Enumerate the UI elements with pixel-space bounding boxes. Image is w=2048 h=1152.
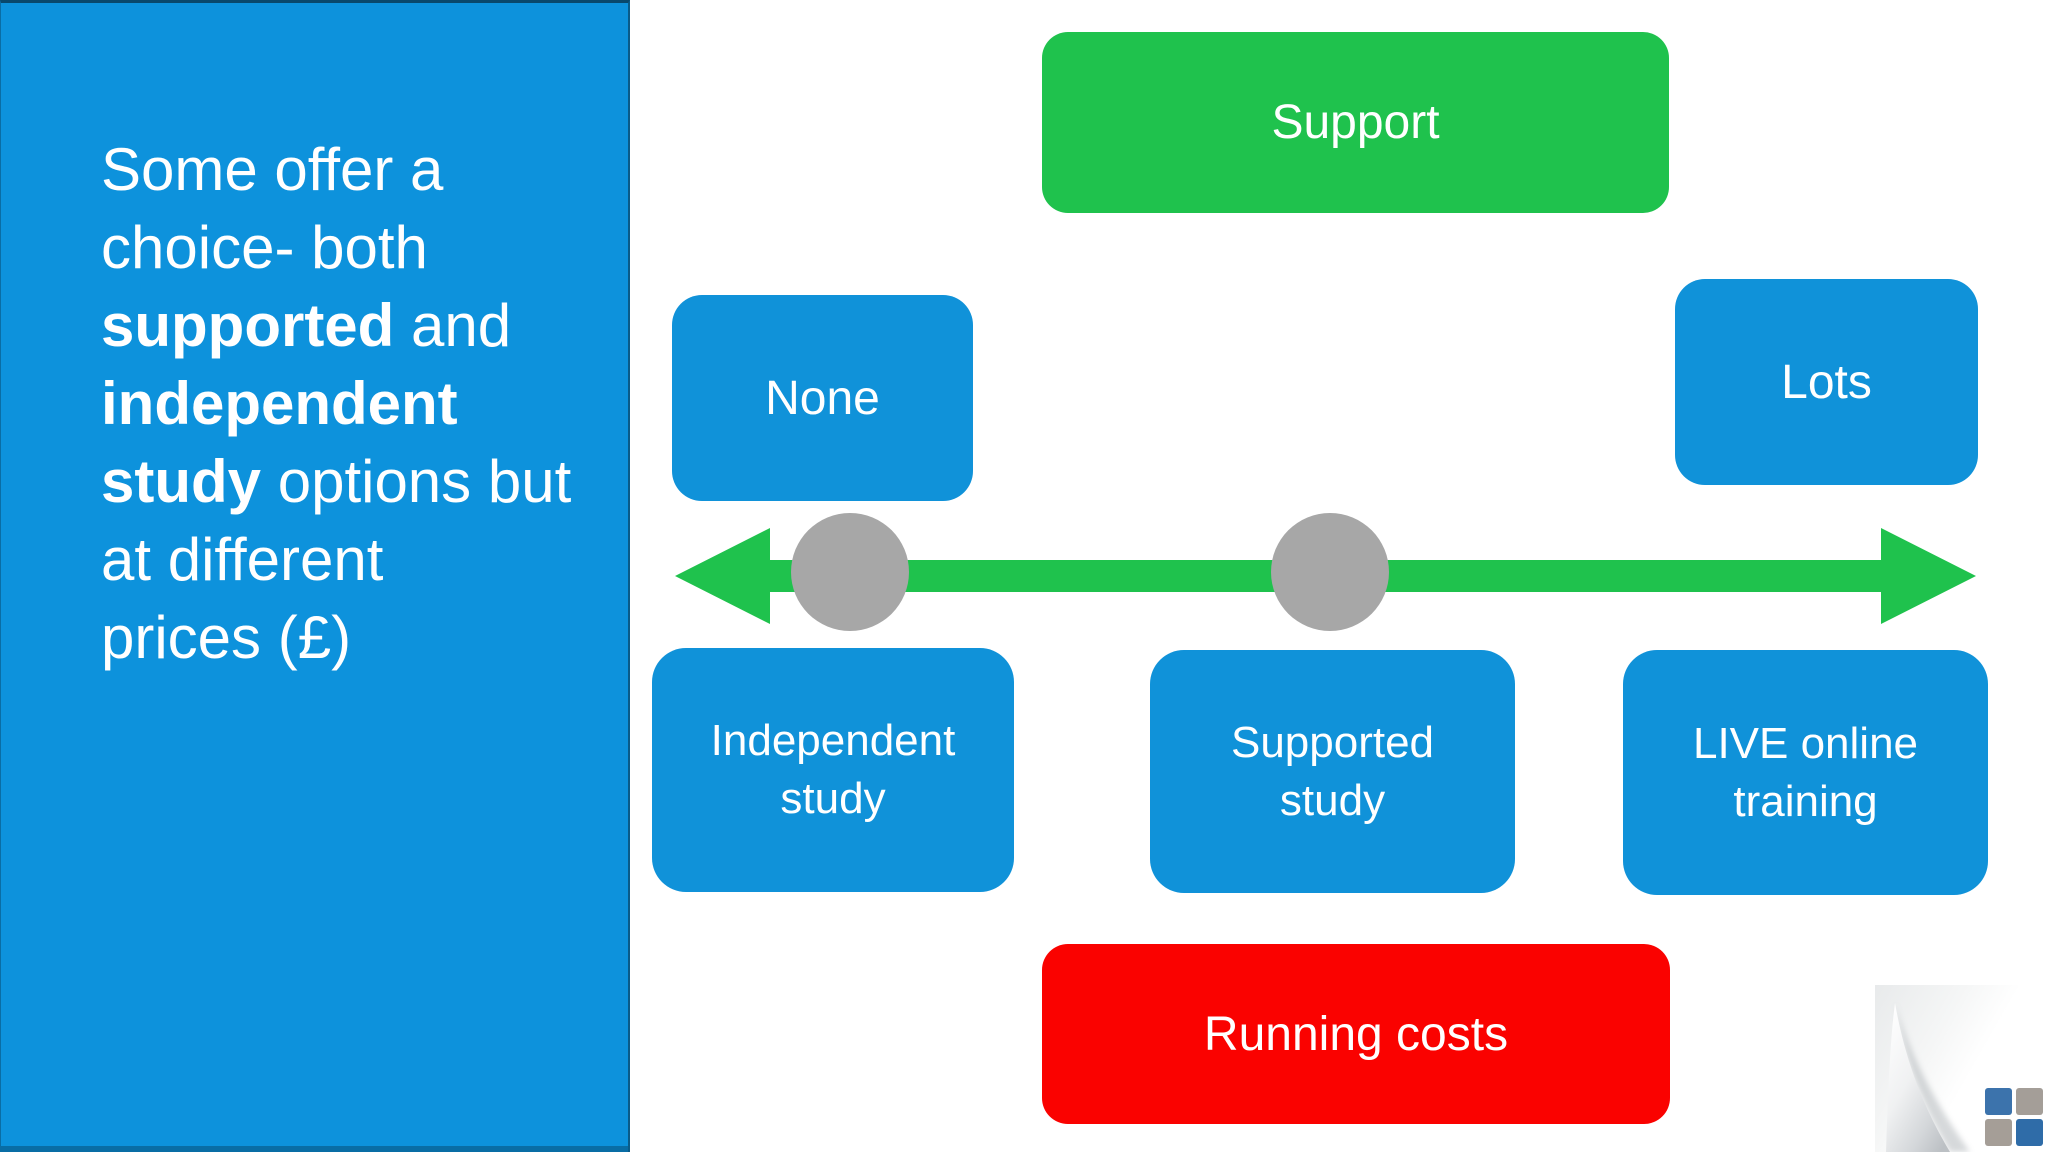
live-online-training-box: LIVE online training <box>1623 650 1988 895</box>
sidebar-panel: Some offer a choice- both supported and … <box>0 0 630 1152</box>
logo-square-top-left <box>1985 1088 2012 1115</box>
page-curl <box>1875 985 2048 1152</box>
sidebar-text-line: study options but <box>101 448 572 515</box>
axis-marker-left <box>791 513 909 631</box>
running-costs-box: Running costs <box>1042 944 1670 1124</box>
none-box-label: None <box>765 371 880 425</box>
sidebar-text-line: Some offer a <box>101 136 444 203</box>
logo-square-bottom-left <box>1985 1119 2012 1146</box>
sidebar-text-line: choice- both <box>101 214 428 281</box>
supported-study-label-line1: Supported <box>1230 717 1435 767</box>
support-box-label: Support <box>1271 96 1440 149</box>
supported-study-box: Supported study <box>1150 650 1515 893</box>
independent-study-label-line1: Independent <box>710 716 956 765</box>
logo-square-top-right <box>2016 1088 2043 1115</box>
independent-study-box: Independent study <box>652 648 1014 892</box>
window-squares-logo <box>1985 1088 2043 1146</box>
logo-square-bottom-right <box>2016 1119 2043 1146</box>
sidebar-text: Some offer a choice- both supported and … <box>101 131 606 677</box>
support-box: Support <box>1042 32 1669 213</box>
sidebar-text-line: independent <box>101 370 458 437</box>
live-online-training-label-line1: LIVE online <box>1692 718 1919 768</box>
independent-study-label-line2: study <box>780 774 886 823</box>
running-costs-label: Running costs <box>1203 1007 1509 1061</box>
sidebar-text-line: prices (£) <box>101 604 352 671</box>
lots-box: Lots <box>1675 279 1978 485</box>
lots-box-label: Lots <box>1781 355 1872 409</box>
live-online-training-label-line2: training <box>1733 776 1878 826</box>
sidebar-text-line: at different <box>101 526 384 593</box>
none-box: None <box>672 295 973 501</box>
supported-study-label-line2: study <box>1279 775 1386 825</box>
sidebar-text-line: supported and <box>101 292 512 359</box>
page-curl-flap <box>1886 1003 1950 1152</box>
axis-marker-middle <box>1271 513 1389 631</box>
